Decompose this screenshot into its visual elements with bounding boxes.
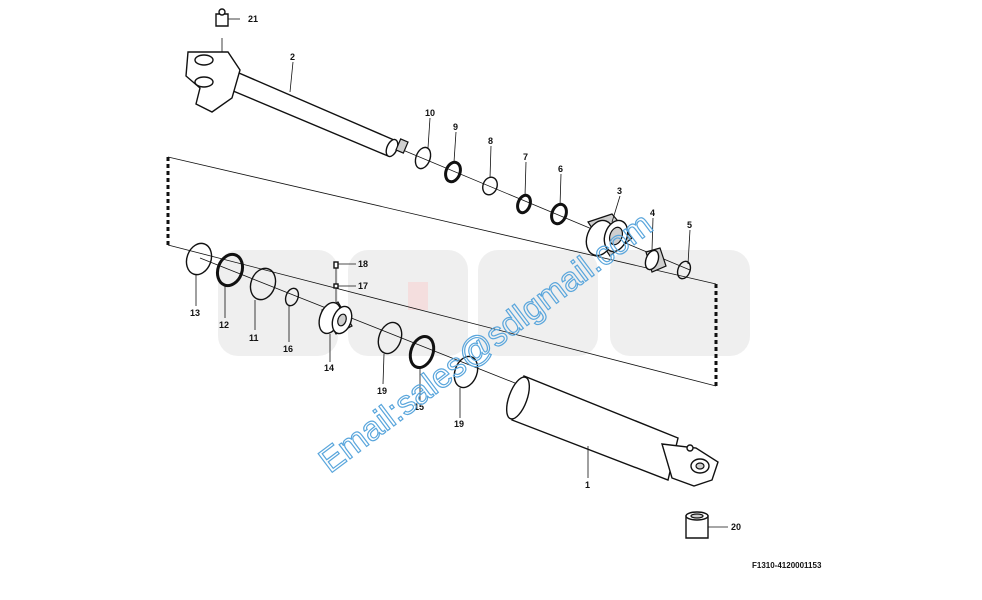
callout-10: 10	[425, 108, 435, 118]
ring-part-16	[284, 287, 300, 307]
callout-4: 4	[650, 208, 655, 218]
ring-part-19a	[377, 321, 403, 355]
callout-19b: 19	[454, 419, 464, 429]
cylinder-head-part	[585, 213, 633, 257]
callout-15: 15	[414, 402, 424, 412]
callout-1: 1	[585, 480, 590, 490]
cylinder-barrel-part	[505, 375, 719, 487]
callout-14: 14	[324, 363, 334, 373]
callout-5: 5	[687, 220, 692, 230]
callout-21: 21	[248, 14, 258, 24]
callout-9: 9	[453, 122, 458, 132]
callout-13: 13	[190, 308, 200, 318]
callout-3: 3	[617, 186, 622, 196]
bushing-part-20	[685, 511, 728, 539]
callout-16: 16	[283, 344, 293, 354]
callout-11: 11	[249, 333, 259, 343]
ring-part-15	[408, 335, 436, 369]
bushing-part	[644, 247, 667, 273]
callout-7: 7	[523, 152, 528, 162]
callout-2: 2	[290, 52, 295, 62]
piston-rod-part	[185, 38, 409, 158]
ring-part-11	[249, 267, 277, 301]
snap-ring-part	[676, 260, 692, 280]
callout-17: 17	[358, 281, 368, 291]
ring-part-7	[516, 193, 532, 215]
callout-12: 12	[219, 320, 229, 330]
callout-20: 20	[731, 522, 741, 532]
piston-part	[318, 268, 353, 335]
callout-6: 6	[558, 164, 563, 174]
ring-part-12	[215, 252, 245, 288]
small-parts-17-18	[333, 261, 356, 289]
ring-part-8	[482, 176, 498, 196]
ring-part-13	[185, 242, 213, 276]
frame-lines	[166, 156, 718, 387]
callout-leaders	[195, 61, 691, 478]
grease-nipple-part	[215, 8, 240, 27]
ring-part-6	[550, 202, 568, 226]
callout-19a: 19	[377, 386, 387, 396]
callout-labels: 21 2 10 9 8 7 6 3 4 5 18 17 13 12 11 16 …	[190, 14, 741, 532]
callout-18: 18	[358, 259, 368, 269]
callout-8: 8	[488, 136, 493, 146]
ring-part-9	[444, 160, 462, 184]
diagram-code: F1310-4120001153	[752, 561, 822, 570]
ring-part-19b	[453, 355, 479, 389]
ring-part-10	[414, 146, 432, 170]
